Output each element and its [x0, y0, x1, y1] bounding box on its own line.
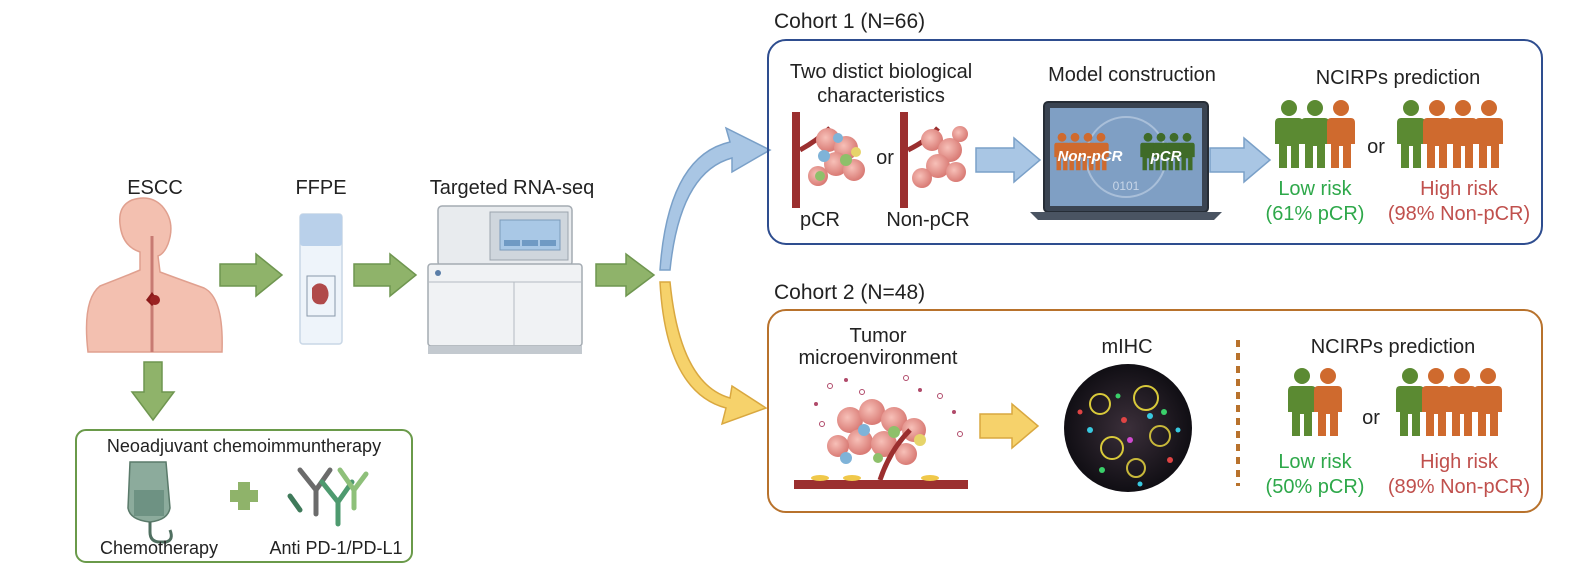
treatment-title: Neoadjuvant chemoimmuntherapy — [107, 436, 381, 456]
chemo-label: Chemotherapy — [100, 538, 218, 558]
branch-arrow-cohort1-icon — [659, 126, 772, 271]
cohort2-high-pct: (89% Non-pCR) — [1388, 476, 1530, 498]
cohort2-box — [767, 309, 1543, 513]
mihc-image-icon — [1064, 364, 1192, 492]
cohort1-lowrisk-people-icon — [1275, 100, 1355, 168]
anti-label: Anti PD-1/PD-L1 — [269, 538, 402, 558]
cohort2-highrisk-people-icon — [1396, 368, 1502, 436]
cohort1-char-title-line1: Two distict biological — [790, 61, 972, 83]
pcr-label: pCR — [800, 209, 840, 231]
iv-bag-icon — [127, 461, 173, 544]
cohort1-char-title-line2: characteristics — [817, 85, 945, 107]
cohort2-pred-title: NCIRPs prediction — [1311, 336, 1476, 358]
nonpcr-tissue-icon — [900, 112, 968, 208]
cohort2-low-risk: Low risk — [1278, 451, 1352, 473]
cohort1-pred-or: or — [1367, 136, 1385, 158]
ffpe-slide-icon — [299, 213, 343, 345]
cohort1-low-pct: (61% pCR) — [1266, 203, 1365, 225]
cohort1-box — [767, 39, 1543, 245]
screen-code-text: 0101 — [1113, 179, 1140, 193]
nonpcr-label: Non-pCR — [886, 209, 969, 231]
arrow-rnaseq-branch-icon — [595, 252, 656, 298]
plus-icon — [230, 482, 258, 510]
mihc-title: mIHC — [1101, 336, 1152, 358]
cohort1-high-risk: High risk — [1420, 178, 1499, 200]
tumor-microenvironment-icon — [794, 375, 968, 489]
cohort1-high-pct: (98% Non-pCR) — [1388, 203, 1530, 225]
pcr-tissue-icon — [792, 112, 865, 208]
cohort2-low-pct: (50% pCR) — [1266, 476, 1365, 498]
cohort1-or-label: or — [876, 147, 894, 169]
arrow-to-prediction-icon — [1209, 136, 1272, 184]
arrow-to-model-icon — [975, 136, 1042, 184]
sequencer-machine-icon — [427, 205, 583, 354]
screen-nonpcr-text: Non-pCR — [1058, 148, 1123, 165]
arrow-escc-ffpe-icon — [219, 252, 284, 298]
cohort1-title: Cohort 1 (N=66) — [774, 10, 925, 33]
escc-label: ESCC — [127, 177, 183, 199]
arrow-ffpe-rnaseq-icon — [353, 252, 418, 298]
ffpe-label: FFPE — [295, 177, 346, 199]
tme-title-line1: Tumor — [849, 325, 906, 347]
model-title: Model construction — [1048, 64, 1216, 86]
human-body-icon — [85, 197, 223, 353]
cohort1-low-risk: Low risk — [1278, 178, 1352, 200]
cohort2-pred-or: or — [1362, 407, 1380, 429]
screen-pcr-text: pCR — [1150, 148, 1182, 165]
rnaseq-label: Targeted RNA-seq — [430, 177, 595, 199]
cohort2-high-risk: High risk — [1420, 451, 1499, 473]
tme-title-line2: microenvironment — [799, 347, 958, 369]
cohort2-title: Cohort 2 (N=48) — [774, 281, 925, 304]
branch-arrow-cohort2-icon — [659, 281, 768, 426]
arrow-down-treatment-icon — [130, 361, 176, 422]
treatment-box — [75, 429, 413, 563]
cohort1-pred-title: NCIRPs prediction — [1316, 67, 1481, 89]
cohort2-lowrisk-people-icon — [1288, 368, 1342, 436]
cohort1-highrisk-people-icon — [1397, 100, 1503, 168]
arrow-to-mihc-icon — [979, 402, 1040, 450]
antibody-icon — [287, 467, 369, 527]
